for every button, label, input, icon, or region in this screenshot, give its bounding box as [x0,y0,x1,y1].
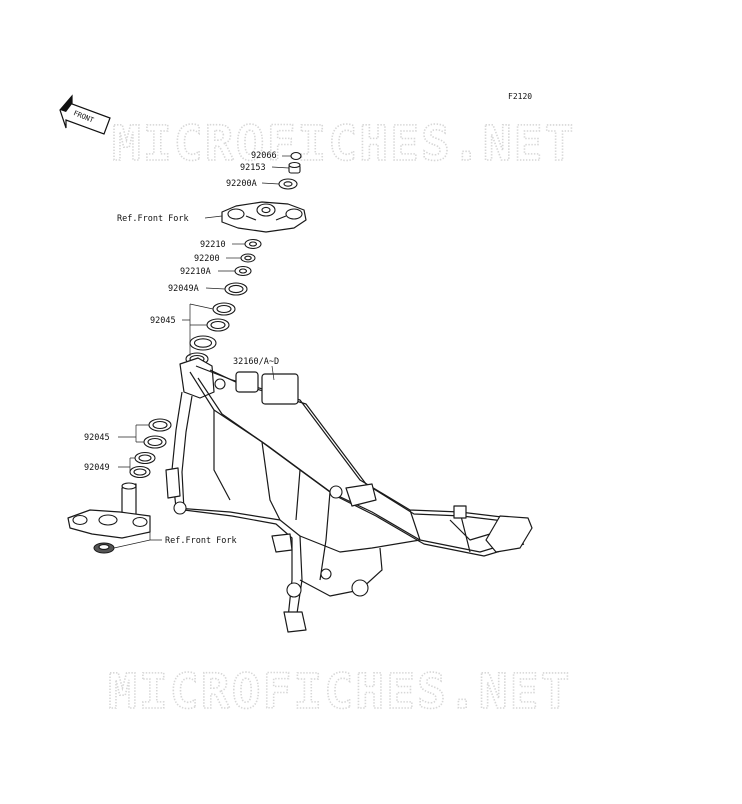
watermark-bottom: MICROFICHES.NET [108,664,571,720]
main-frame [165,357,533,633]
part-92153-bolt [288,161,301,174]
part-92210-nut [244,238,262,250]
label-92045-bottom: 92045 [84,433,110,443]
part-92045-bearing-lower [143,418,172,449]
front-arrow-icon: FRONT [59,94,111,135]
label-32160: 32160/A~D [233,357,279,367]
label-92200: 92200 [194,254,220,264]
part-92049-seal [129,451,156,479]
label-92045-top: 92045 [150,316,176,326]
label-92049A: 92049A [168,284,199,294]
part-92066-cap [290,151,302,161]
label-92153: 92153 [240,163,266,173]
part-92045-bearing-upper [185,302,236,366]
label-92200A: 92200A [226,179,257,189]
figure-id: F2120 [508,92,532,101]
label-92210: 92210 [200,240,226,250]
label-ref-front-fork-top: Ref.Front Fork [117,214,189,224]
part-92049A-seal [224,282,248,296]
watermark-top: MICROFICHES.NET [112,116,575,172]
steering-stem-lower-clamp [67,482,151,539]
part-92200-washer [240,253,256,263]
label-92049: 92049 [84,463,110,473]
part-92200A-washer [278,178,298,190]
leader-lines [113,155,291,549]
label-92066: 92066 [251,151,277,161]
upper-triple-clamp [221,201,307,233]
part-92210A-nut [234,265,252,277]
stem-dust-seal [93,542,115,554]
label-92210A: 92210A [180,267,211,277]
label-ref-front-fork-bottom: Ref.Front Fork [165,536,237,546]
